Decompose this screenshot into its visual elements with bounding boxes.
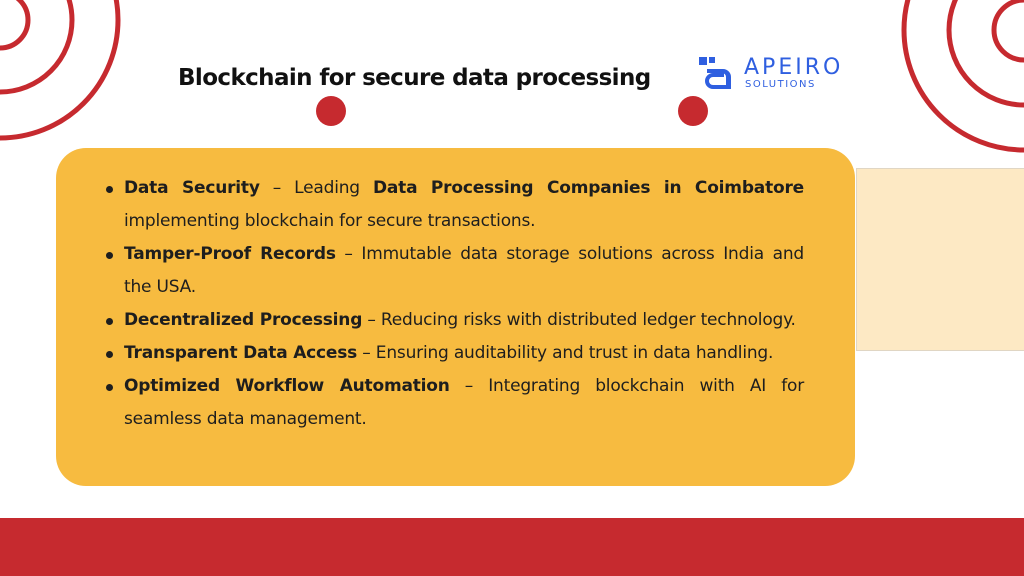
- logo-name: APEIRO: [744, 55, 844, 80]
- red-dot-left: [316, 96, 346, 126]
- bullet-text: – Reducing risks with distributed ledger…: [362, 310, 796, 330]
- bullet-text: – Immutable data storage solutions acros…: [124, 244, 805, 297]
- footer-band: [0, 518, 1024, 576]
- bullet-term: Optimized Workflow Automation: [124, 376, 450, 396]
- bullet-text: implementing blockchain for secure trans…: [124, 211, 536, 231]
- bullet-item-decentralized: Decentralized Processing – Reducing risk…: [106, 304, 804, 337]
- bullet-text: – Integrating blockchain with AI for sea…: [124, 376, 804, 429]
- bullet-term: Tamper-Proof Records: [124, 244, 336, 264]
- bullet-list: Data Security – Leading Data Processing …: [106, 172, 805, 436]
- bullet-item-transparent: Transparent Data Access – Ensuring audit…: [106, 337, 804, 370]
- red-dot-right: [678, 96, 708, 126]
- bullet-item-optimized: Optimized Workflow Automation – Integrat…: [106, 370, 804, 436]
- bullet-item-tamper-proof: Tamper-Proof Records – Immutable data st…: [106, 238, 805, 304]
- content-card: Data Security – Leading Data Processing …: [56, 148, 855, 486]
- logo-subtitle: SOLUTIONS: [745, 79, 816, 90]
- bullet-term: Decentralized Processing: [124, 310, 363, 330]
- side-panel: [856, 168, 1024, 351]
- apeiro-logo: APEIRO SOLUTIONS: [697, 55, 867, 95]
- concentric-arcs-right-icon: [901, 0, 1024, 153]
- bullet-term: Data Security: [124, 178, 260, 198]
- apeiro-logo-mark-icon: [699, 57, 731, 89]
- bullet-item-data-security: Data Security – Leading Data Processing …: [106, 172, 804, 238]
- slide-title: Blockchain for secure data processing: [178, 65, 651, 91]
- bullet-text: – Ensuring auditability and trust in dat…: [357, 343, 774, 363]
- bullet-text: – Leading: [259, 178, 373, 198]
- bullet-term: Transparent Data Access: [124, 343, 358, 363]
- concentric-arcs-left-icon: [0, 0, 121, 141]
- bullet-term-emphasis: Data Processing Companies in Coimbatore: [372, 178, 804, 198]
